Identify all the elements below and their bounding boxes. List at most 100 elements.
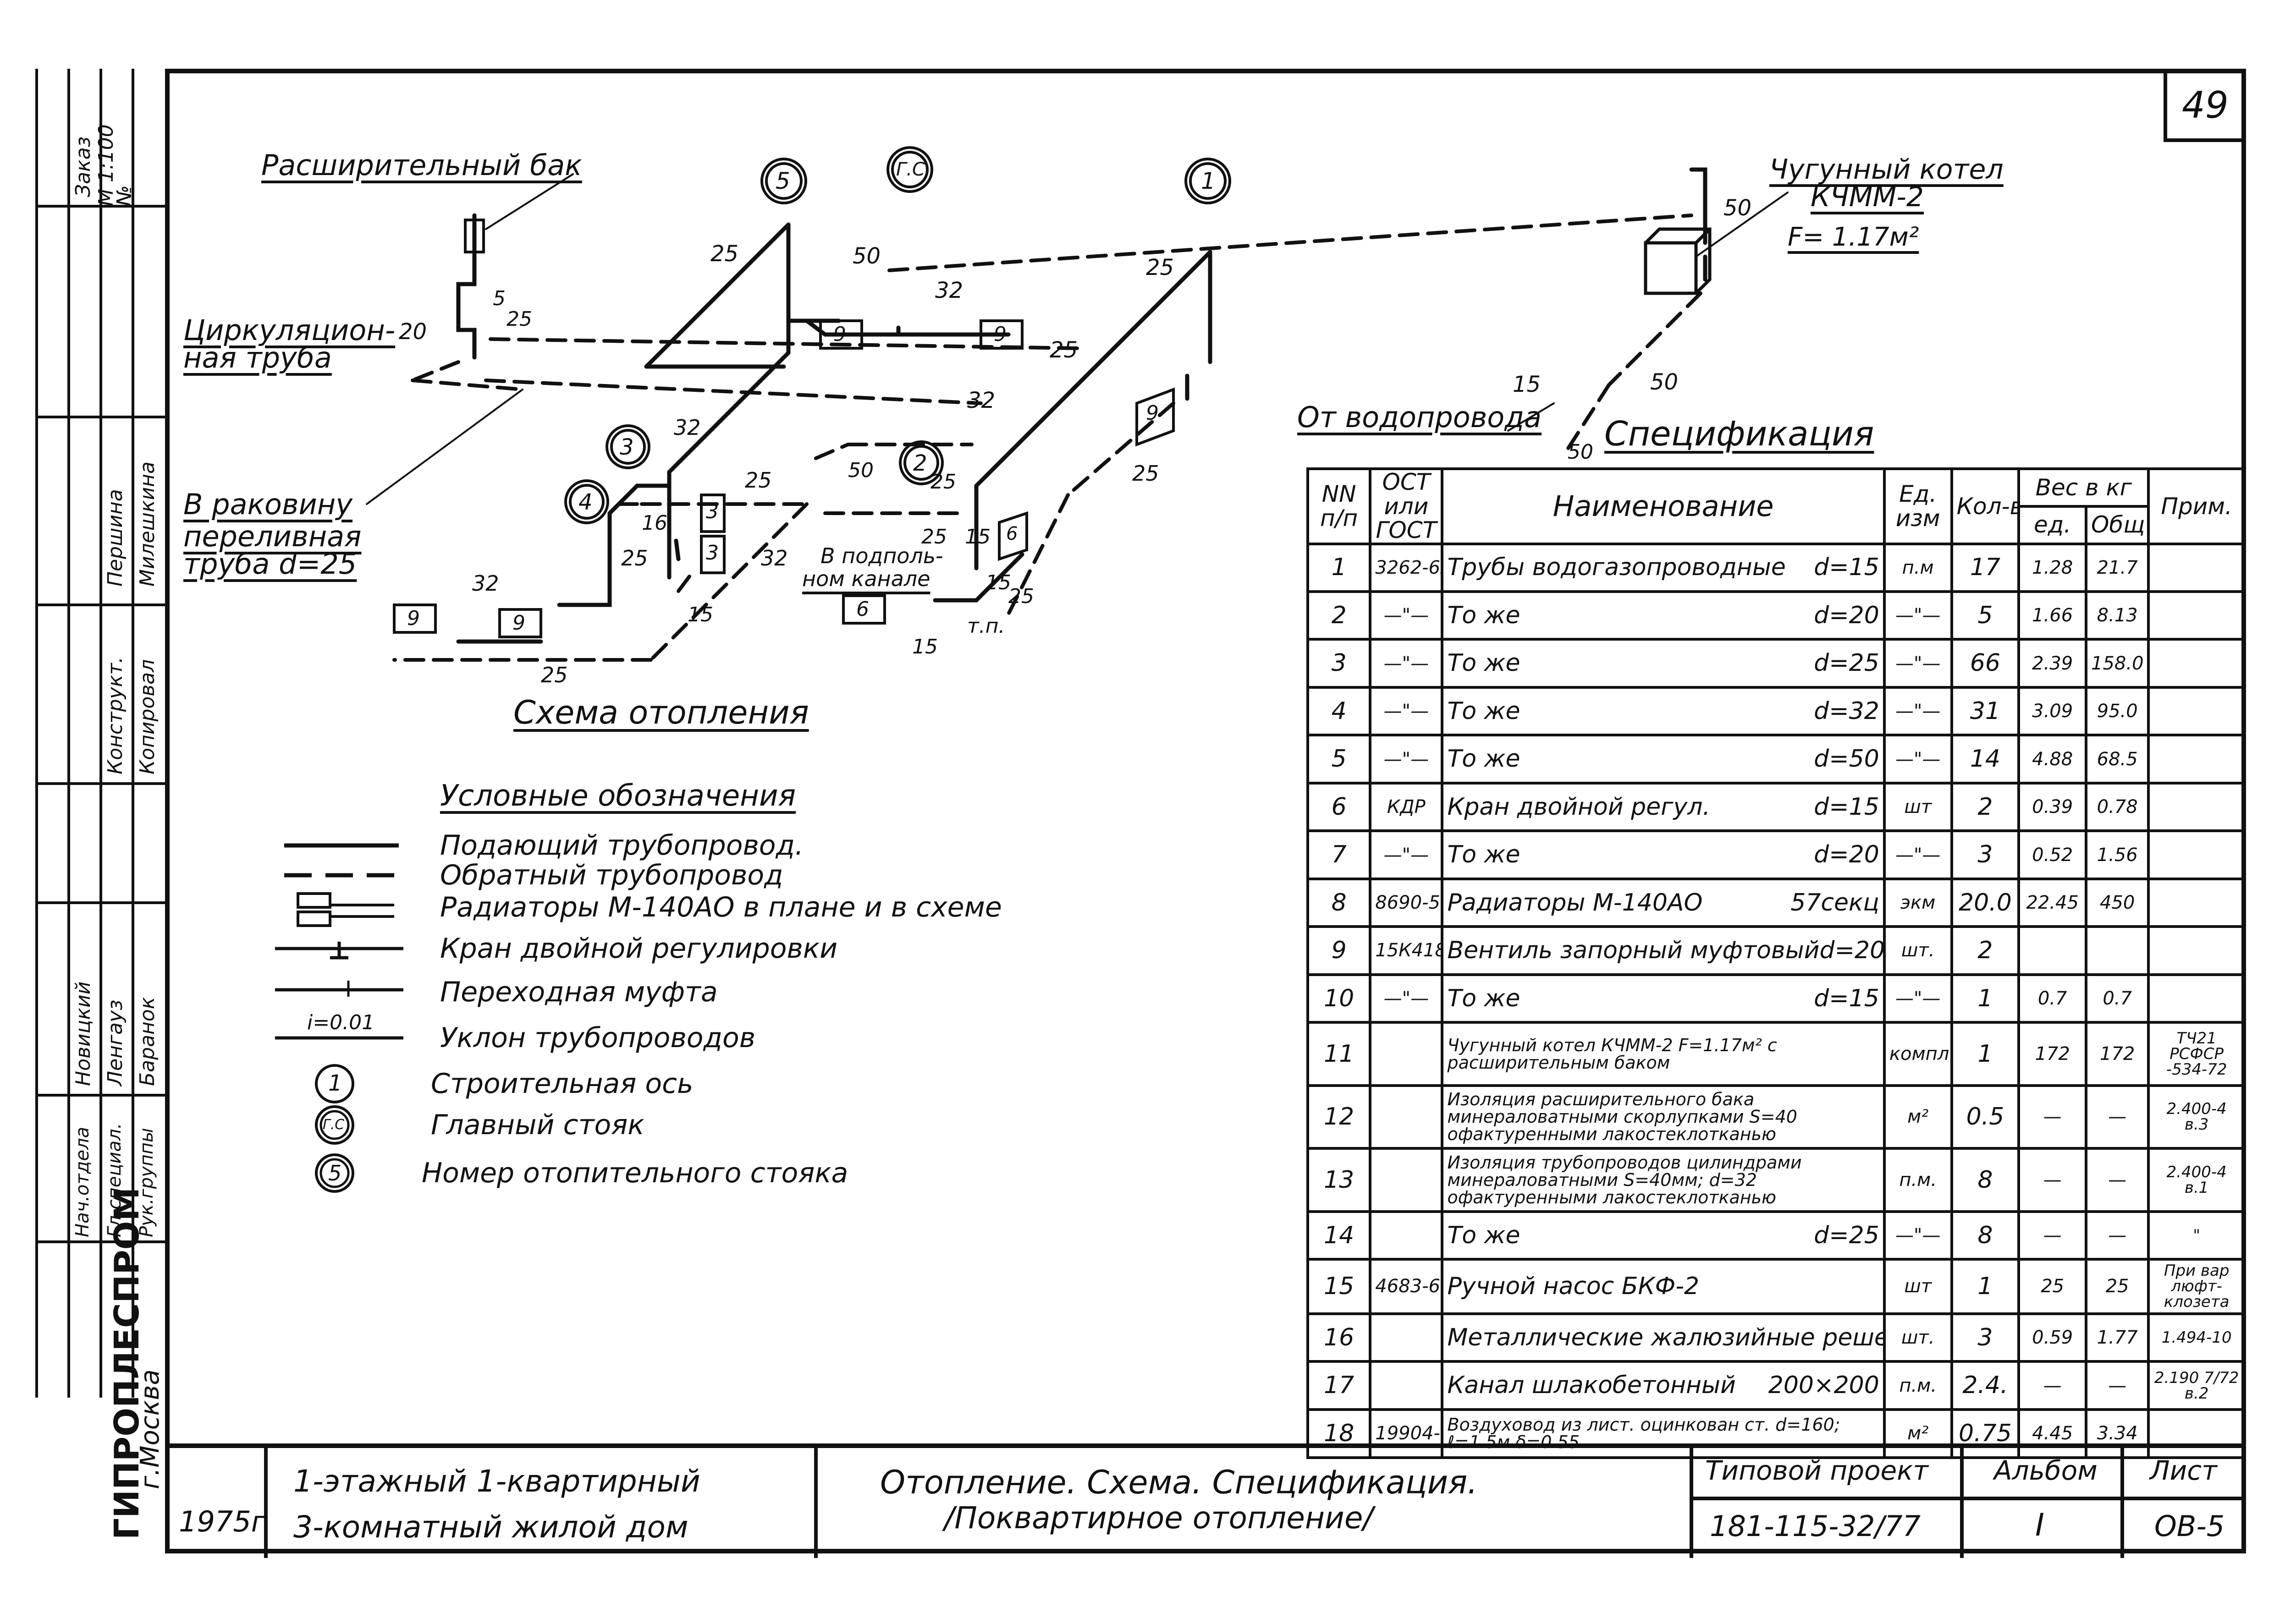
pipe-num: 50 <box>1723 195 1752 221</box>
spec-cell-wtotal <box>2085 925 2150 976</box>
tb-year: 1975г <box>179 1505 266 1538</box>
spec-diameter-text: d=15 <box>1814 554 1879 582</box>
spec-cell-wtotal: — <box>2085 1147 2150 1213</box>
spec-cell-std: 3262-62 <box>1369 542 1444 593</box>
pipe-num: 5 <box>493 287 506 310</box>
circle-main-riser: Г.С <box>896 159 925 180</box>
spec-name-text: То же <box>1447 649 1520 677</box>
tb-album-value: I <box>2035 1507 2045 1543</box>
spec-cell-qty: 31 <box>1950 686 2021 737</box>
spec-cell-wunit: — <box>2017 1360 2088 1411</box>
pipe-num: 25 <box>541 663 568 687</box>
spec-cell-wtotal: 95.0 <box>2085 686 2150 737</box>
spec-cell-note <box>2147 734 2246 785</box>
spec-cell-wtotal: 68.5 <box>2085 734 2150 785</box>
pipe-num: 16 <box>642 511 667 535</box>
spec-cell-wunit: 4.88 <box>2017 734 2088 785</box>
spec-cell-num: 18 <box>1306 1408 1372 1459</box>
pipe-num: 32 <box>967 388 996 413</box>
legend-item-main-riser: Главный стояк <box>431 1109 644 1141</box>
spec-name-text: То же <box>1447 601 1520 629</box>
spec-cell-wtotal: 8.13 <box>2085 590 2150 641</box>
spec-cell-unit: —"— <box>1883 638 1953 689</box>
spec-cell-qty: 17 <box>1950 542 2021 593</box>
legend-title: Условные обозначения <box>440 779 796 813</box>
spec-name-text: Изоляция расширительного бака минералова… <box>1447 1089 1797 1145</box>
spec-cell-unit: шт <box>1883 1258 1953 1315</box>
spec-cell-name: Трубы водогазопроводные d=15 <box>1441 542 1886 593</box>
legend-slope: i=0.01 <box>307 1011 375 1034</box>
spec-header-qty: Кол-во <box>1950 467 2021 545</box>
spec-name-text: То же <box>1447 697 1520 725</box>
spec-header-weight: Вес в кг <box>2017 467 2150 508</box>
circle-riser-5: 5 <box>776 168 790 194</box>
spec-diameter-text: d=32 <box>1814 697 1879 725</box>
spec-cell-qty: 1 <box>1950 1021 2021 1087</box>
spec-cell-wtotal: — <box>2085 1210 2150 1261</box>
spec-cell-wtotal: 158.0 <box>2085 638 2150 689</box>
pipe-num: 32 <box>761 546 788 571</box>
pipe-num: 15 <box>912 635 938 658</box>
spec-cell-qty: 0.5 <box>1950 1084 2021 1150</box>
pipe-num: 50 <box>848 459 874 482</box>
spec-cell-wtotal: 1.77 <box>2085 1312 2150 1363</box>
spec-name-text: Трубы водогазопроводные <box>1447 554 1786 582</box>
spec-name-text: То же <box>1447 984 1520 1012</box>
spec-cell-wunit: 172 <box>2017 1021 2088 1087</box>
spec-name-text: Чугунный котел КЧММ-2 F=1.17м² с расшири… <box>1447 1035 1777 1073</box>
spec-cell-std <box>1369 1084 1444 1150</box>
spec-cell-qty: 8 <box>1950 1147 2021 1213</box>
expansion-tank-shape <box>464 219 485 253</box>
spec-cell-wtotal: — <box>2085 1084 2150 1150</box>
spec-title: Спецификация <box>1604 414 1874 454</box>
label-to-sink-3: труба d=25 <box>183 547 357 581</box>
label-tp: т.п. <box>967 614 1005 638</box>
pipe-num: 25 <box>507 307 532 331</box>
tb-sheet-value: ОВ-5 <box>2154 1509 2225 1543</box>
pipe-num: 20 <box>399 319 427 345</box>
spec-cell-unit: компл. <box>1883 1021 1953 1087</box>
spec-cell-name: Металлические жалюзийные решетки200×200 <box>1441 1312 1886 1363</box>
label-boiler-1: Чугунный котел <box>1769 154 2004 186</box>
pipe-num: 25 <box>1050 337 1078 363</box>
radiator-num: 9 <box>512 611 525 635</box>
pipe-num: 25 <box>710 241 739 267</box>
radiator-num: 9 <box>994 323 1007 346</box>
spec-cell-note <box>2147 829 2246 880</box>
spec-cell-unit: —"— <box>1883 1210 1953 1261</box>
spec-cell-note: При вар люфт-клозета <box>2147 1258 2246 1315</box>
spec-cell-wtotal: 21.7 <box>2085 542 2150 593</box>
spec-cell-qty: 1 <box>1950 1258 2021 1315</box>
spec-name-text: То же <box>1447 1221 1520 1249</box>
spec-name-text: Изоляция трубопроводов цилиндрами минера… <box>1447 1152 1802 1207</box>
spec-cell-wunit: 0.52 <box>2017 829 2088 880</box>
pipe-num: 25 <box>745 468 772 493</box>
spec-cell-note <box>2147 686 2246 737</box>
spec-cell-note: 2.400-4 в.3 <box>2147 1084 2246 1150</box>
spec-diameter-text: d=20 <box>1819 937 1884 965</box>
legend-item-radiators: Радиаторы М-140АО в плане и в схеме <box>440 891 1002 923</box>
spec-cell-std: —"— <box>1369 734 1444 785</box>
spec-cell-wunit: 1.28 <box>2017 542 2088 593</box>
label-boiler-2: КЧММ-2 <box>1811 181 1924 213</box>
spec-cell-note <box>2147 781 2246 833</box>
spec-diameter-text: d=15 <box>1814 793 1879 821</box>
pipe-num: 15 <box>986 571 1011 594</box>
spec-cell-num: 6 <box>1306 781 1372 833</box>
boiler-shape <box>1644 227 1712 295</box>
spec-cell-num: 17 <box>1306 1360 1372 1411</box>
radiator-num: 9 <box>1146 401 1159 425</box>
spec-cell-qty: 2.4. <box>1950 1360 2021 1411</box>
spec-cell-note: ТЧ21 РСФСР -534-72 <box>2147 1021 2246 1087</box>
spec-cell-num: 3 <box>1306 638 1372 689</box>
